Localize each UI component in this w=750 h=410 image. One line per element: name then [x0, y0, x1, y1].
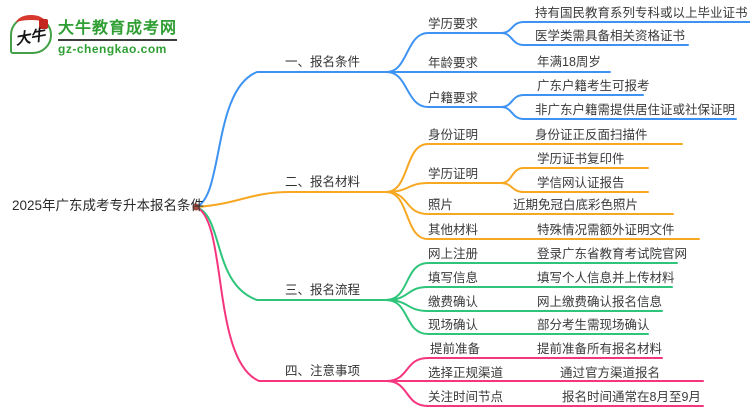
leaf-node-age-18[interactable]: 年满18周岁 — [537, 55, 601, 69]
branch-node-conditions[interactable]: 一、报名条件 — [285, 55, 361, 69]
connector-b2-child1 — [385, 143, 683, 193]
leaf-node-register-officially[interactable]: 通过官方渠道报名 — [560, 366, 661, 380]
child-node-age-requirement[interactable]: 年龄要求 — [428, 56, 479, 70]
leaf-node-some-onsite[interactable]: 部分考生需现场确认 — [537, 318, 650, 332]
leaf-node-prepare-all-materials[interactable]: 提前准备所有报名材料 — [537, 342, 663, 356]
root-junction-dot — [192, 203, 200, 211]
logo-hanzi: 大牛 — [14, 26, 47, 49]
leaf-node-medical-cert[interactable]: 医学类需具备相关资格证书 — [535, 29, 686, 43]
connector-b1-c3-leaf2 — [500, 106, 737, 120]
branch-node-process[interactable]: 三、报名流程 — [285, 283, 361, 297]
leaf-node-special-docs[interactable]: 特殊情况需额外证明文件 — [537, 223, 675, 237]
leaf-node-online-payment[interactable]: 网上缴费确认报名信息 — [537, 295, 663, 309]
connector-b2-child2 — [385, 182, 502, 193]
branch4-connectors — [195, 206, 704, 407]
logo-site-domain: gz-chengkao.com — [58, 39, 178, 56]
logo-seal-icon — [39, 19, 48, 29]
branch3-connectors — [195, 206, 678, 335]
branch-node-notes[interactable]: 四、注意事项 — [285, 364, 361, 378]
connector-branch4-main — [195, 206, 387, 382]
child-node-watch-deadlines[interactable]: 关注时间节点 — [428, 390, 504, 404]
logo-red-arc-icon — [16, 15, 46, 32]
logo-site-name: 大牛教育成考网 — [58, 20, 178, 37]
child-node-education-requirement[interactable]: 学历要求 — [428, 17, 479, 31]
connector-b2-c2-leaf2 — [500, 182, 649, 193]
leaf-node-registration-period[interactable]: 报名时间通常在8月至9月 — [562, 390, 701, 404]
leaf-node-diploma-required[interactable]: 持有国民教育系列专科或以上毕业证书 — [535, 6, 748, 20]
child-node-online-register[interactable]: 网上注册 — [428, 247, 479, 261]
leaf-node-id-scan[interactable]: 身份证正反面扫描件 — [535, 128, 648, 142]
leaf-node-photo-spec[interactable]: 近期免冠白底彩色照片 — [513, 198, 639, 212]
leaf-node-gd-residents[interactable]: 广东户籍考生可报考 — [537, 79, 650, 93]
branch1-connectors — [195, 21, 750, 208]
connector-b1-child3 — [386, 71, 502, 108]
connector-b4-child3 — [385, 380, 704, 407]
logo-bull-icon: 大牛 — [10, 15, 52, 54]
root-node[interactable]: 2025年广东成考专升本报名条件 — [12, 198, 205, 213]
connector-branch1-main — [195, 71, 611, 208]
leaf-node-chsi-report[interactable]: 学信网认证报告 — [537, 176, 625, 190]
child-node-onsite-confirm[interactable]: 现场确认 — [428, 318, 479, 332]
connector-branch3-main — [195, 206, 387, 301]
child-node-payment-confirm[interactable]: 缴费确认 — [428, 295, 479, 309]
connector-b3-child4 — [385, 299, 649, 335]
connector-b3-child1 — [385, 262, 678, 301]
leaf-node-official-site-login[interactable]: 登录广东省教育考试院官网 — [537, 247, 688, 261]
child-node-prepare-early[interactable]: 提前准备 — [430, 342, 481, 356]
child-node-official-channel[interactable]: 选择正规渠道 — [428, 366, 504, 380]
connector-b1-child1 — [386, 32, 502, 73]
child-node-other-materials[interactable]: 其他材料 — [428, 223, 479, 237]
child-node-fill-info[interactable]: 填写信息 — [428, 271, 479, 285]
logo-text-block: 大牛教育成考网 gz-chengkao.com — [58, 14, 178, 56]
child-node-education-proof[interactable]: 学历证明 — [428, 167, 479, 181]
branch2-connectors — [195, 143, 700, 240]
child-node-photo[interactable]: 照片 — [428, 198, 454, 212]
child-node-residency-requirement[interactable]: 户籍要求 — [428, 91, 479, 105]
child-node-id-proof[interactable]: 身份证明 — [428, 128, 479, 142]
connector-b2-child4 — [385, 191, 700, 240]
connector-branch2-main — [195, 191, 387, 208]
site-logo: 大牛 大牛教育成考网 gz-chengkao.com — [10, 14, 178, 56]
connector-b1-c1-leaf2 — [500, 32, 689, 46]
leaf-node-upload-materials[interactable]: 填写个人信息并上传材料 — [537, 271, 675, 285]
leaf-node-diploma-copy[interactable]: 学历证书复印件 — [537, 152, 625, 166]
leaf-node-non-gd-residents[interactable]: 非广东户籍需提供居住证或社保证明 — [535, 103, 736, 117]
branch-node-materials[interactable]: 二、报名材料 — [285, 175, 361, 189]
